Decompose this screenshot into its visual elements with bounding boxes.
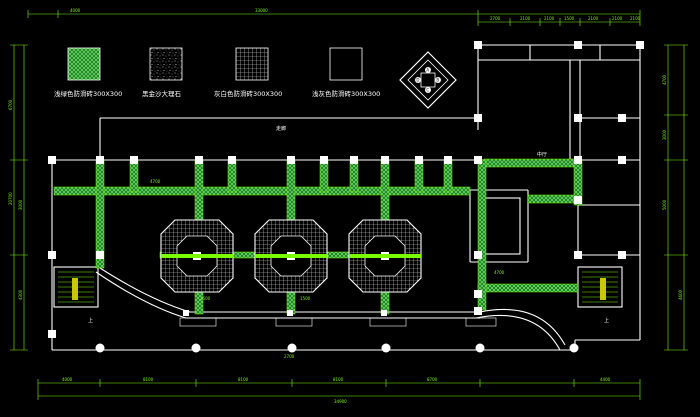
dim-top-2: 2700 [490, 16, 501, 21]
front-columns [95, 343, 579, 353]
compass-diamond: A B C D [399, 51, 457, 109]
legend: 浅绿色防滑砖300X300 黑金沙大理石 灰白色防滑砖300X300 浅灰色防滑… [54, 47, 380, 98]
dim-right-3: 4600 [678, 289, 683, 300]
dim-top-4: 2100 [544, 16, 555, 21]
dim-left-1: 3000 [18, 199, 23, 210]
walls [51, 44, 641, 351]
stair-right-handrail [600, 278, 606, 300]
legend-swatch-plain [329, 47, 363, 81]
dim-left-2: 4300 [18, 289, 23, 300]
dim-inner-2: 1500 [300, 296, 311, 301]
front-steps [179, 317, 497, 327]
hall-modules [160, 219, 422, 293]
legend-label-white: 灰白色防滑砖300X300 [214, 89, 282, 98]
stair-left-handrail [72, 278, 78, 300]
dim-right-2: 5000 [662, 199, 667, 210]
label-stair-right: 上 [604, 317, 609, 324]
dimension-lines [10, 10, 688, 400]
dim-top-0: 4000 [70, 8, 81, 13]
legend-swatch-gravel [149, 47, 183, 81]
legend-swatch-green [67, 47, 101, 81]
columns [48, 41, 644, 338]
dim-bottom-2: 8100 [238, 377, 249, 382]
label-hall: 中厅 [537, 151, 547, 158]
legend-label-green: 浅绿色防滑砖300X300 [54, 89, 122, 98]
room-labels: 走廊 中厅 上 上 [88, 125, 609, 324]
dim-inner-3: 2700 [284, 354, 295, 359]
dim-total: 34900 [334, 399, 347, 404]
dim-top-6: 2100 [588, 16, 599, 21]
inner-dimensions: 4700 1500 1500 2700 4700 [150, 179, 505, 359]
dim-bottom-5: 4400 [600, 377, 611, 382]
dim-bottom-0: 4000 [62, 377, 73, 382]
dim-bottom-1: 8100 [143, 377, 154, 382]
hall-module-1 [160, 219, 234, 293]
compass-a: A [426, 67, 429, 72]
legend-label-gravel: 黑金沙大理石 [142, 89, 182, 98]
legend-label-plain: 浅灰色防滑砖300X300 [312, 89, 380, 98]
compass-b: B [436, 77, 439, 82]
dim-right-0: 4700 [662, 74, 667, 85]
label-stair-left: 上 [88, 317, 93, 324]
dim-top-5: 1500 [564, 16, 575, 21]
legend-swatch-white [235, 47, 269, 81]
dim-inner-4: 4700 [494, 270, 505, 275]
dim-right-1: 3000 [662, 129, 667, 140]
dimension-text: 4000 33000 2700 2100 2100 1500 2100 2100… [8, 8, 683, 404]
dim-left-0: 6700 [8, 99, 13, 110]
hall-module-2 [254, 219, 328, 293]
dim-left-total: 20700 [8, 192, 13, 205]
hall-module-3 [348, 219, 422, 293]
dim-top-1: 33000 [255, 8, 268, 13]
label-corridor: 走廊 [276, 125, 286, 132]
green-floor-bands [53, 158, 583, 315]
compass-c: C [426, 87, 429, 92]
dim-bottom-4: 8700 [427, 377, 438, 382]
dim-top-8: 2100 [630, 16, 641, 21]
compass-d: D [416, 77, 419, 82]
dim-inner-0: 4700 [150, 179, 161, 184]
dim-top-7: 2100 [612, 16, 623, 21]
dim-inner-1: 1500 [200, 296, 211, 301]
dim-top-3: 2100 [520, 16, 531, 21]
dim-bottom-3: 8100 [333, 377, 344, 382]
